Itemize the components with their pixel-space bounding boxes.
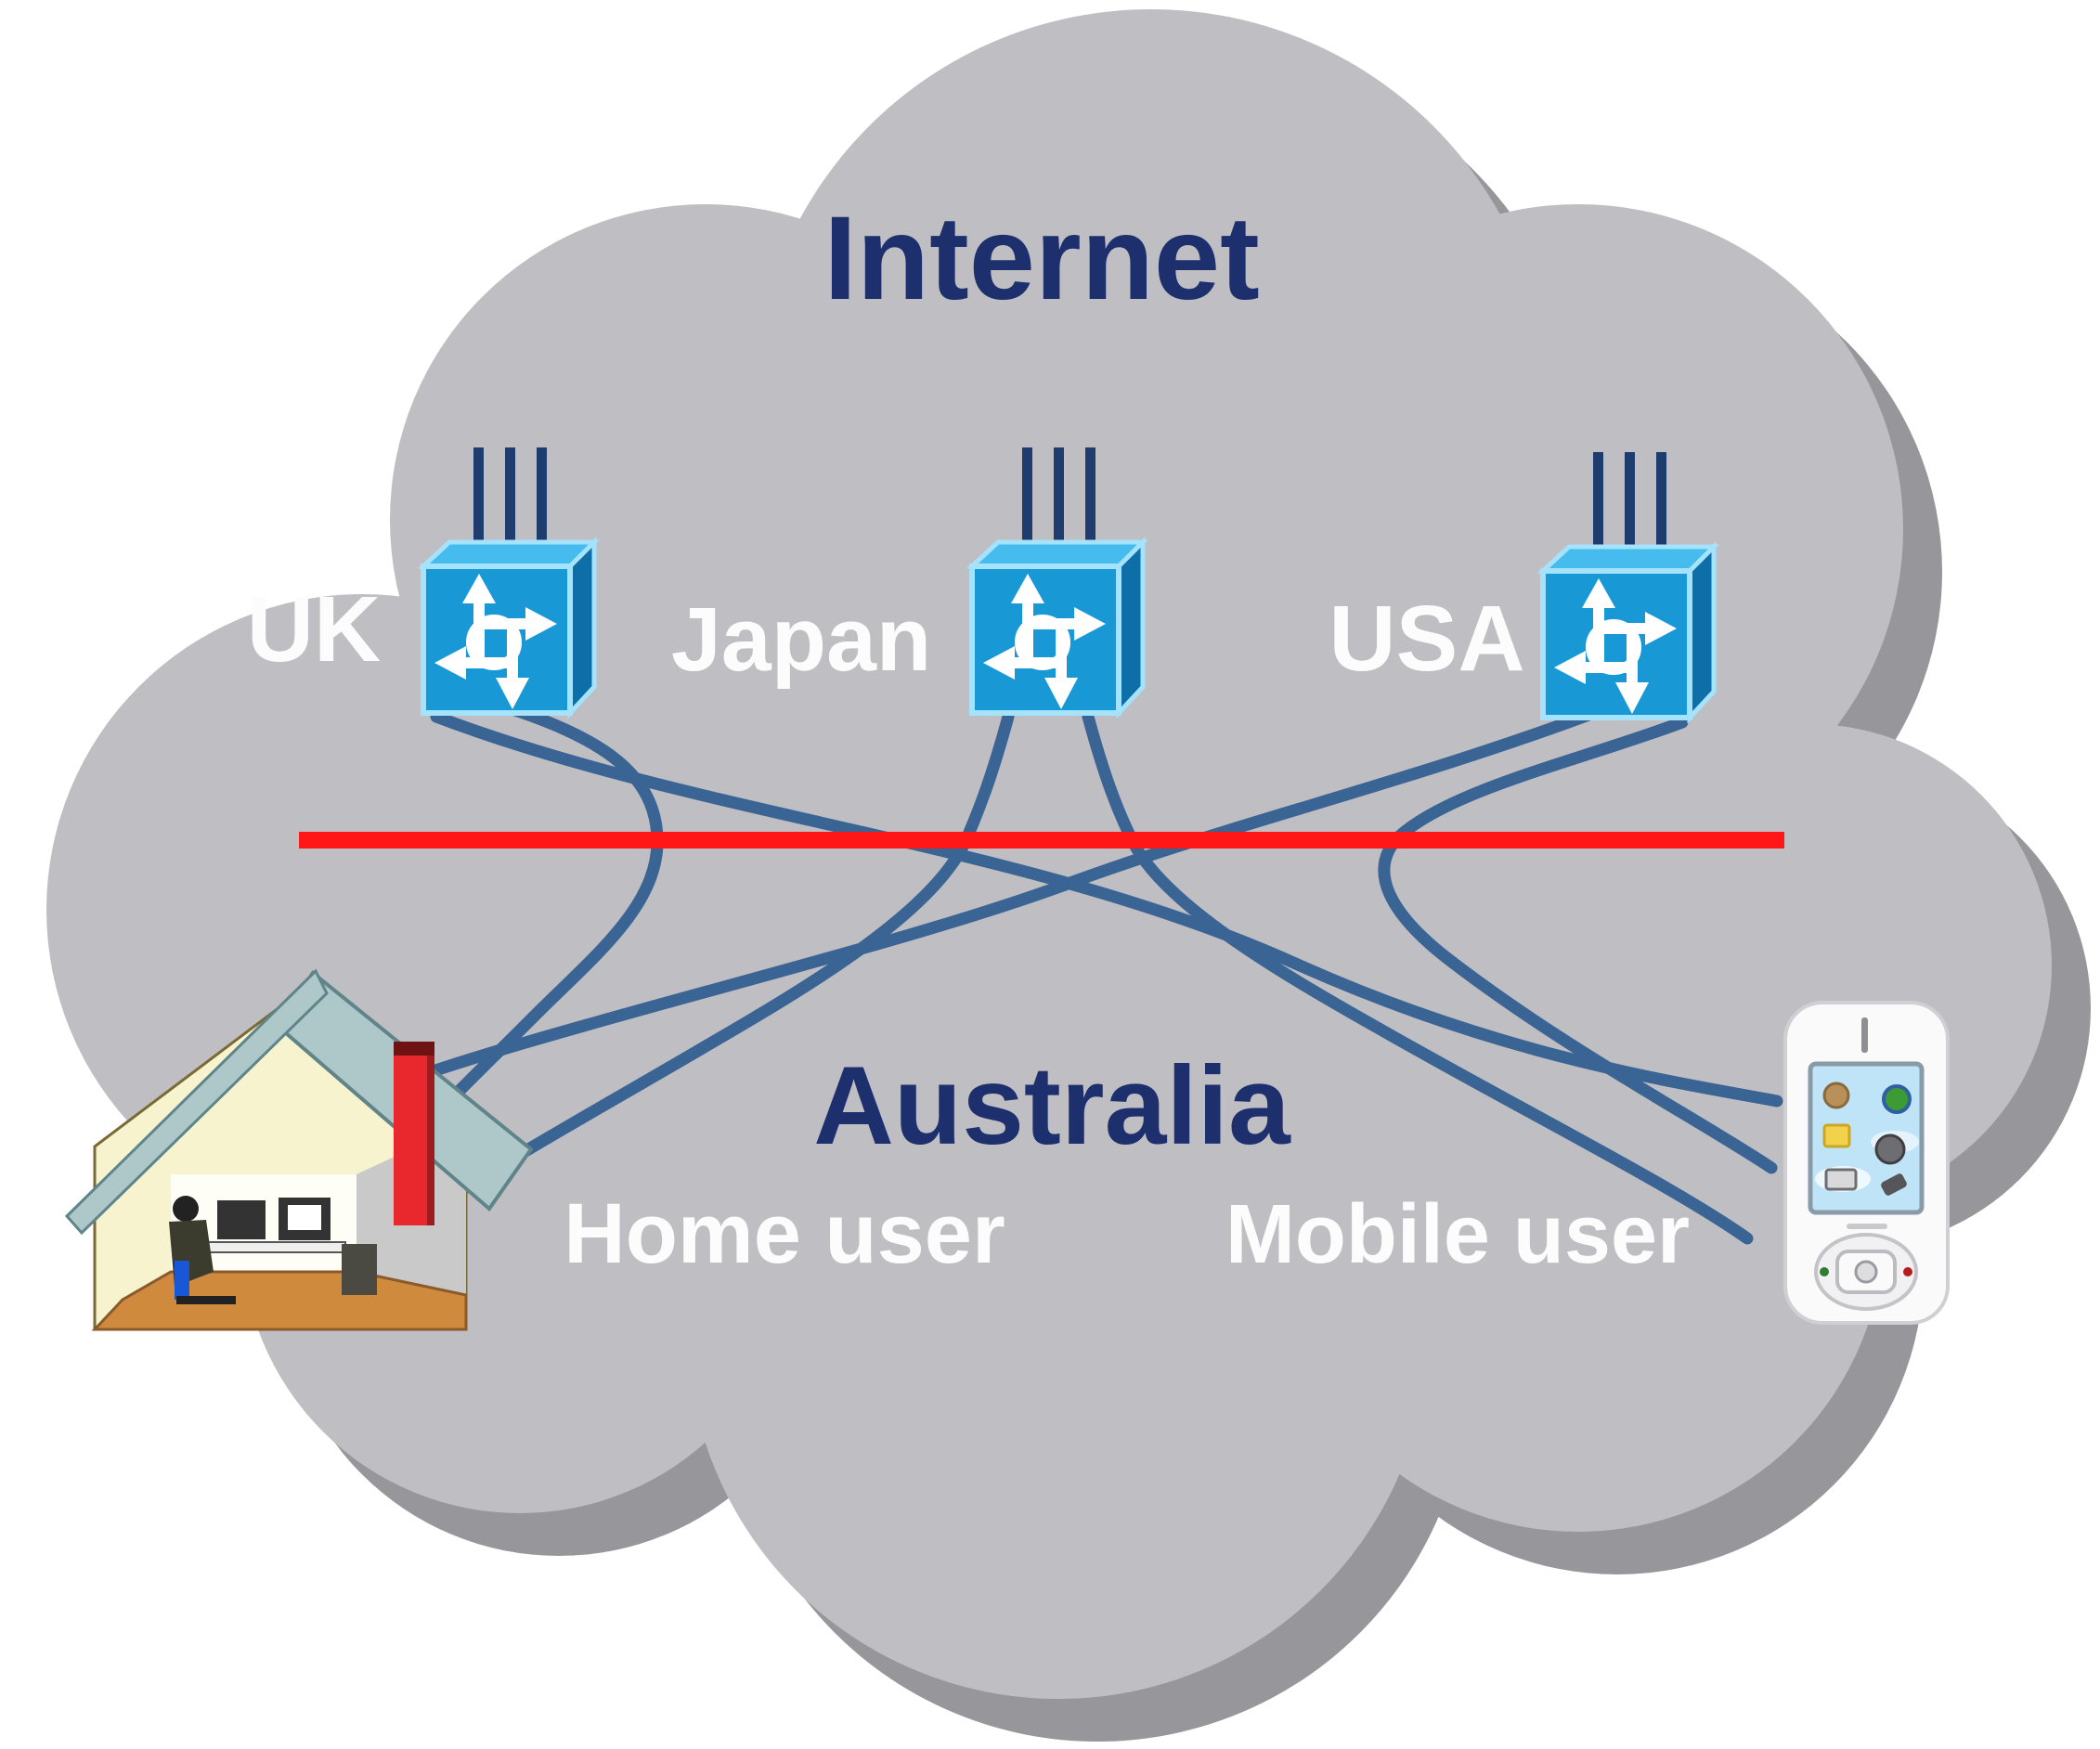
phone-hint-bar — [1847, 1224, 1887, 1229]
phone-call-key — [1820, 1267, 1829, 1276]
person-leg — [175, 1261, 189, 1300]
user-label-mobile: Mobile user — [1225, 1188, 1690, 1281]
app-icon-folder — [1822, 1123, 1851, 1148]
app-icon-globe — [1882, 1084, 1912, 1114]
app-icon-headset — [1874, 1134, 1906, 1165]
app-icon-phone — [1881, 1173, 1907, 1196]
link-usa-to-home-user — [363, 705, 1605, 1100]
computer-monitor — [217, 1200, 266, 1239]
links — [363, 701, 1783, 1245]
router-label-uk: UK — [247, 577, 381, 681]
computer-screen — [288, 1205, 321, 1230]
link-usa-to-mobile-user — [1378, 716, 1778, 1174]
house-chimney-top — [394, 1042, 434, 1056]
mobile-phone-icon — [1783, 1001, 1950, 1325]
internet-title: Internet — [823, 192, 1259, 325]
house-icon — [64, 968, 534, 1331]
desk — [205, 1241, 346, 1253]
office-chair — [176, 1296, 236, 1304]
computer-tower — [342, 1244, 377, 1295]
phone-end-key — [1903, 1267, 1912, 1276]
phone-earpiece — [1861, 1017, 1868, 1053]
link-japan-to-mobile-user — [1082, 710, 1754, 1245]
house-roof-left-edge — [64, 968, 329, 1236]
app-icon-contacts — [1822, 1082, 1850, 1109]
person-head — [173, 1196, 199, 1222]
user-label-home: Home user — [564, 1186, 1005, 1281]
house-chimney-shade — [427, 1042, 434, 1225]
router-label-usa: USA — [1329, 587, 1524, 691]
region-label-australia: Australia — [813, 1043, 1291, 1168]
router-label-japan: Japan — [671, 589, 931, 690]
phone-dpad-center — [1854, 1260, 1878, 1284]
app-icon-camera — [1824, 1168, 1858, 1191]
